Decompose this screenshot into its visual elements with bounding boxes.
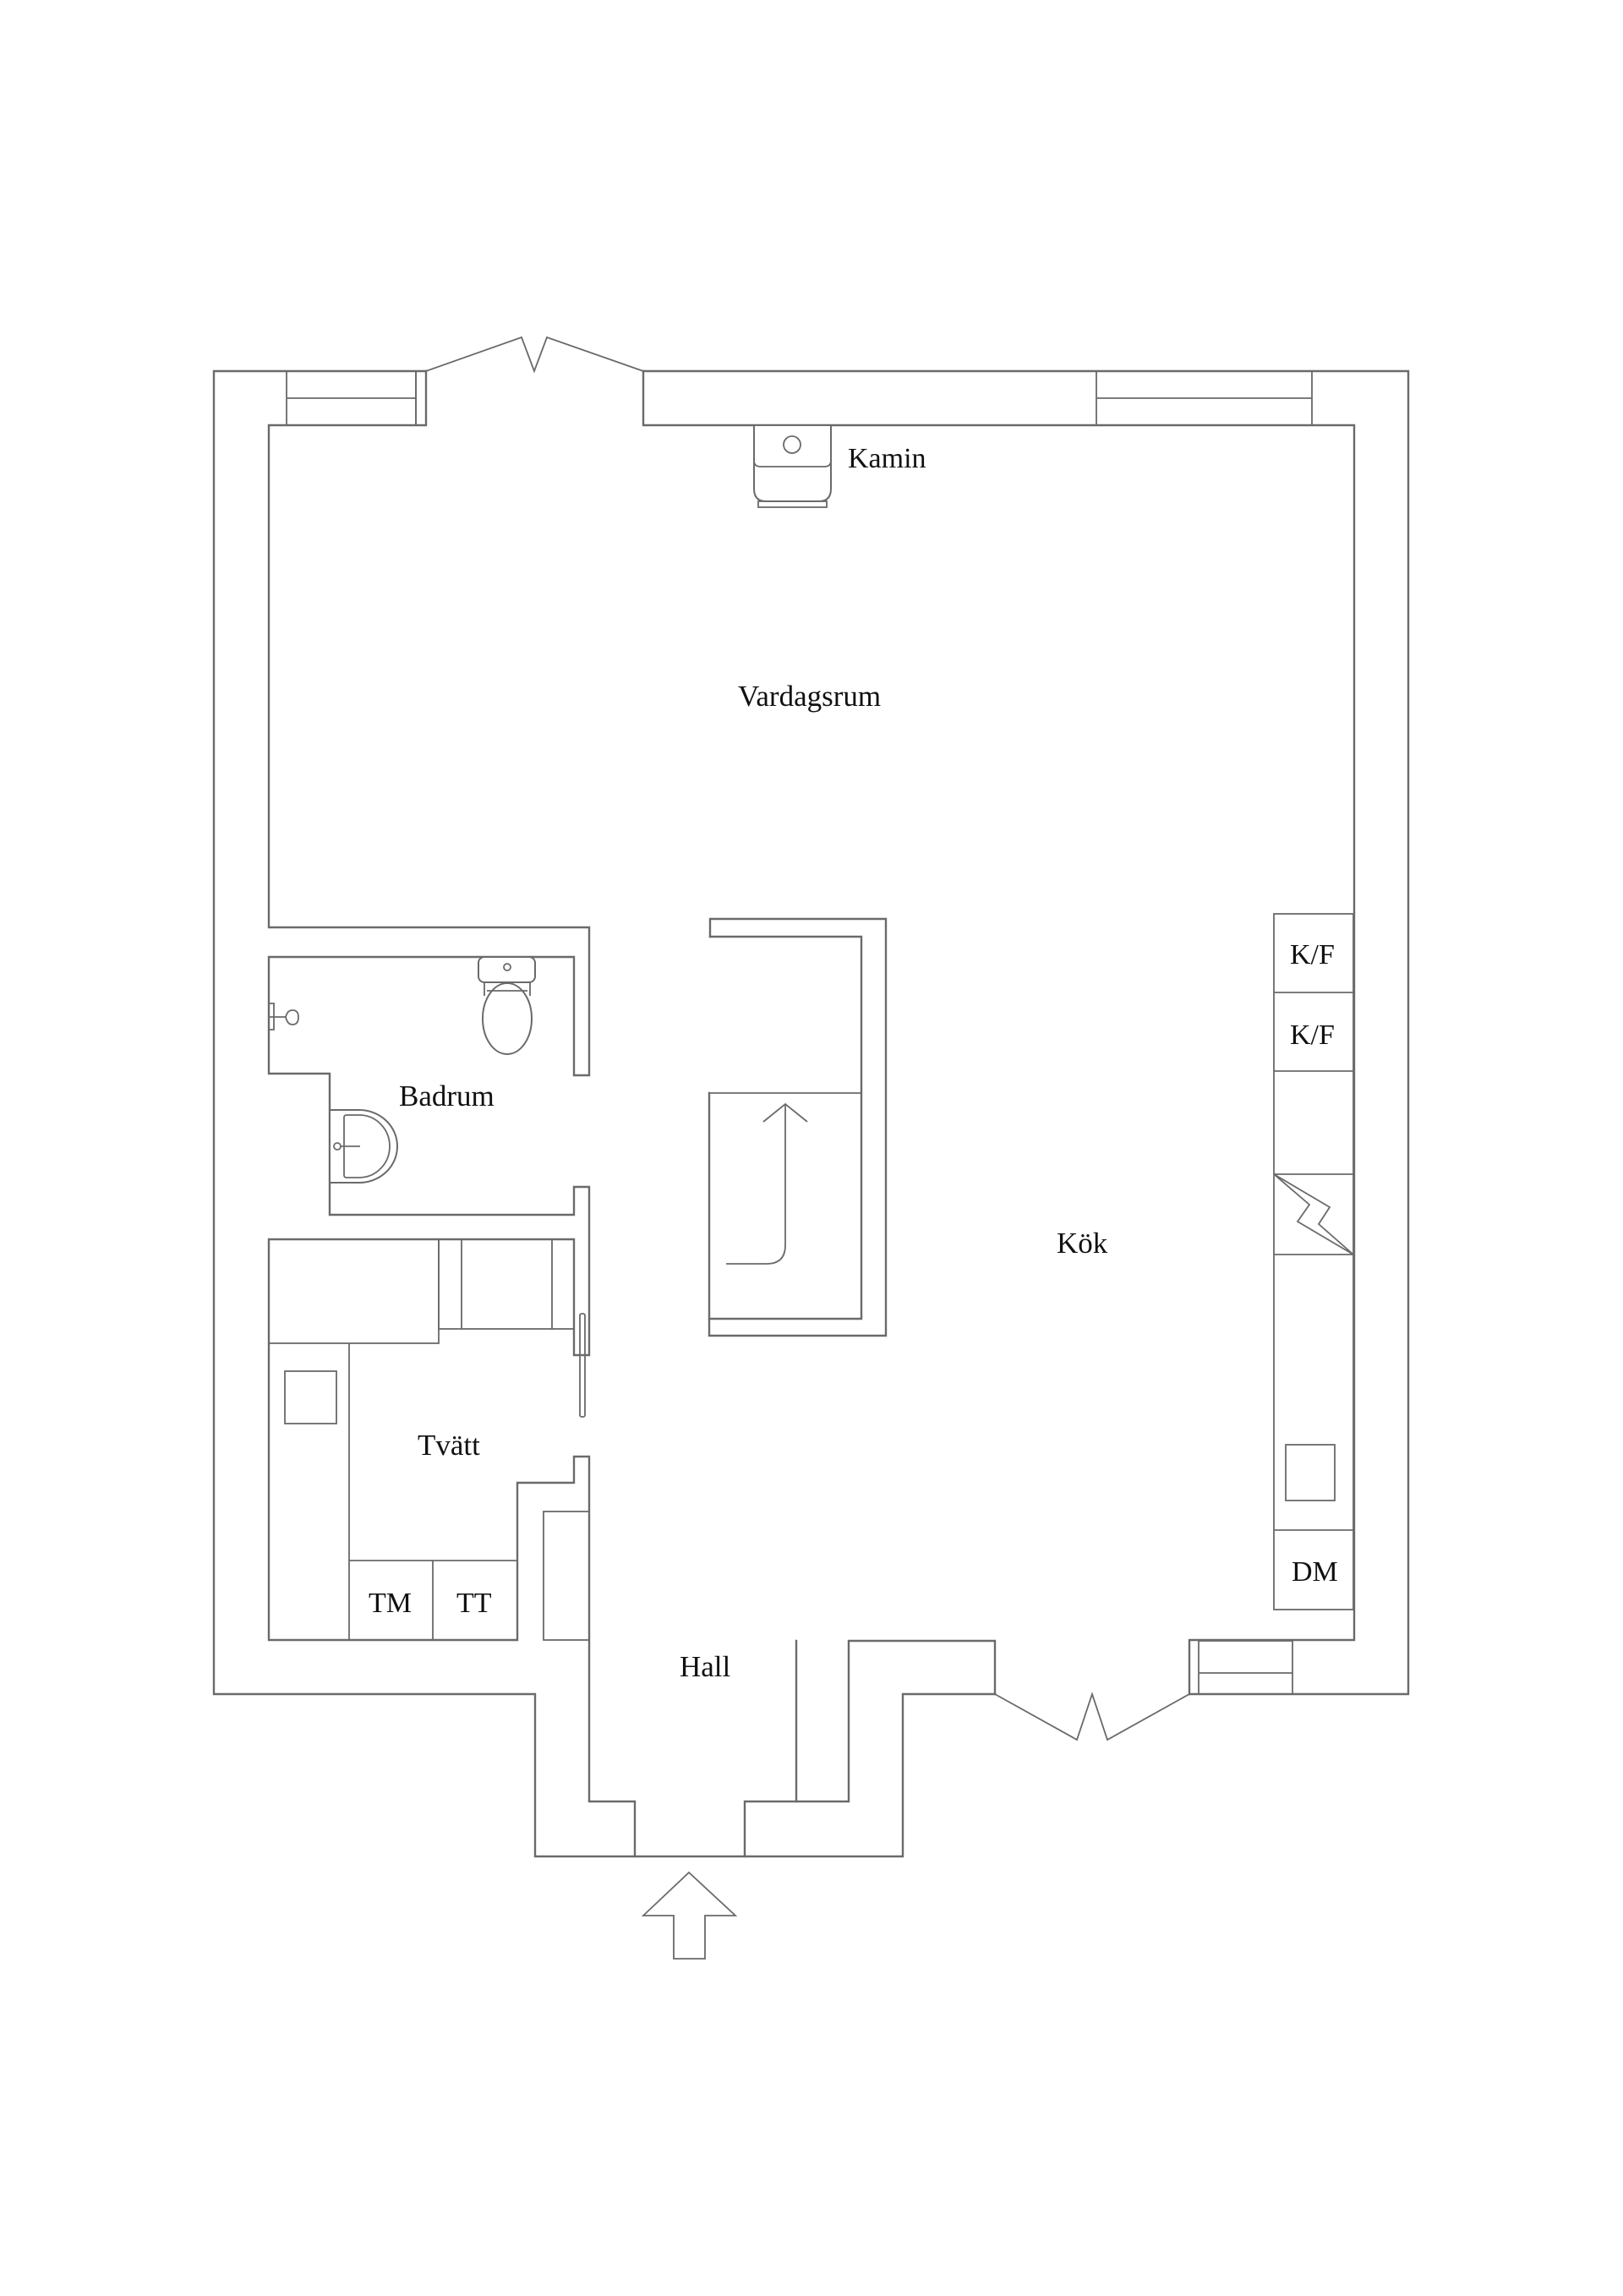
appliance-label-tm: TM <box>369 1588 412 1619</box>
sink-icon <box>329 1109 398 1184</box>
appliance-label-kf-1: K/F <box>1290 939 1335 970</box>
stair-block <box>708 917 888 1337</box>
sliding-door[interactable] <box>579 1313 586 1418</box>
appliance-label-tt: TT <box>456 1588 492 1619</box>
outer-walls <box>212 369 1410 1858</box>
window-top-right <box>1096 370 1313 426</box>
appliance-label-kf-2: K/F <box>1290 1020 1335 1051</box>
window-top-left <box>286 370 417 426</box>
double-door-bottom[interactable] <box>994 1692 1190 1741</box>
laundry-counters <box>268 1238 575 1640</box>
hall-closet-left <box>543 1511 590 1641</box>
shower-icon <box>270 1003 299 1030</box>
kitchen-cabinets <box>1273 913 1354 1610</box>
window-bottom-right <box>1198 1640 1293 1695</box>
fireplace-icon <box>753 424 832 508</box>
room-label-badrum: Badrum <box>399 1080 495 1112</box>
entrance-arrow-icon <box>641 1871 738 1960</box>
lightning-icon <box>1273 1173 1354 1255</box>
fireplace-label: Kamin <box>848 443 926 474</box>
stair-arrow-icon <box>726 1102 808 1265</box>
room-label-hall: Hall <box>680 1650 731 1683</box>
double-door-top[interactable] <box>425 336 644 374</box>
kitchen-sink-icon <box>1285 1444 1336 1501</box>
room-label-kok: Kök <box>1057 1227 1108 1260</box>
toilet-icon <box>478 956 536 1055</box>
room-label-vardagsrum: Vardagsrum <box>738 680 881 713</box>
appliance-label-dm: DM <box>1292 1556 1338 1588</box>
room-label-tvatt: Tvätt <box>418 1429 480 1462</box>
